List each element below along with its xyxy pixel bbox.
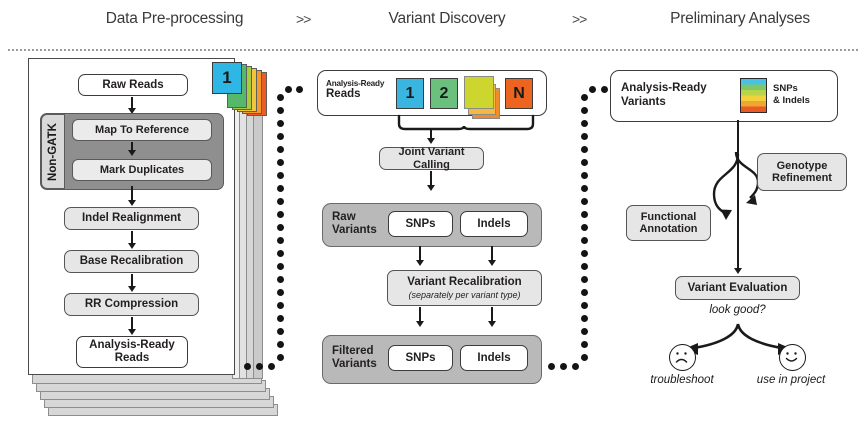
analyses-spine [737, 120, 740, 272]
step-indel-realignment[interactable]: Indel Realignment [64, 207, 199, 230]
phase-title-analyses: Preliminary Analyses [670, 10, 810, 27]
sample-tab-1: 1 [212, 62, 242, 94]
outcome-use-in-project-label: use in project [756, 374, 826, 386]
step-variant-recalibration[interactable]: Variant Recalibration (separately per va… [387, 270, 542, 306]
step-mark-duplicates[interactable]: Mark Duplicates [72, 159, 212, 181]
sample-chip-stack-front [464, 76, 494, 109]
happy-face-features-icon [785, 352, 798, 362]
filtered-variants-indels[interactable]: Indels [460, 345, 528, 371]
decision-label: look good? [709, 304, 766, 316]
variant-type-gradient-icon [740, 78, 767, 113]
phase-separator-1: >> [296, 11, 311, 27]
happy-face-icon [779, 344, 806, 371]
step-functional-annotation[interactable]: Functional Annotation [626, 205, 711, 241]
non-gatk-label: Non-GATK [41, 114, 65, 189]
ar-reads-label-bottom: Reads [326, 87, 361, 100]
sheet-edge-4 [253, 74, 263, 379]
arrow-to-functional-annotation [712, 153, 740, 220]
header-divider [8, 49, 858, 53]
step-raw-reads[interactable]: Raw Reads [78, 74, 188, 96]
step-analysis-ready-reads[interactable]: Analysis-Ready Reads [76, 336, 188, 368]
step-rr-compression[interactable]: RR Compression [64, 293, 199, 316]
ar-reads-label-top: Analysis-Ready [326, 79, 385, 88]
phase-title-discovery: Variant Discovery [388, 10, 506, 27]
phase-separator-2: >> [572, 11, 587, 27]
analysis-ready-variants-card [610, 70, 838, 122]
raw-variants-snps[interactable]: SNPs [388, 211, 453, 237]
analysis-ready-reads-label: Analysis-Ready Reads [326, 79, 390, 100]
variant-recalibration-subtitle: (separately per variant type) [408, 289, 521, 300]
phase-title-preprocessing: Data Pre-processing [105, 10, 244, 27]
sample-chip-1[interactable]: 1 [396, 78, 424, 109]
phase-header: Data Pre-processing >> Variant Discovery… [0, 10, 864, 51]
sad-face-features-icon [675, 352, 688, 363]
filtered-variants-snps[interactable]: SNPs [388, 345, 453, 371]
step-variant-evaluation[interactable]: Variant Evaluation [675, 276, 800, 300]
variant-recalibration-title: Variant Recalibration [407, 276, 522, 289]
outcome-troubleshoot-label: troubleshoot [650, 374, 714, 386]
step-joint-variant-calling[interactable]: Joint Variant Calling [379, 146, 484, 171]
raw-variants-label: Raw Variants [332, 211, 377, 236]
non-gatk-label-text: Non-GATK [47, 122, 60, 181]
step-map-to-reference[interactable]: Map To Reference [72, 119, 212, 141]
step-base-recalibration[interactable]: Base Recalibration [64, 250, 199, 273]
variant-type-legend-label: SNPs & Indels [773, 83, 810, 106]
raw-variants-indels[interactable]: Indels [460, 211, 528, 237]
analysis-ready-variants-label: Analysis-Ready Variants [621, 82, 707, 109]
sample-chip-2[interactable]: 2 [430, 78, 458, 109]
step-genotype-refinement[interactable]: Genotype Refinement [757, 153, 847, 191]
sad-face-icon [669, 344, 696, 371]
filtered-variants-label: Filtered Variants [332, 345, 377, 370]
merge-brace [397, 114, 535, 131]
sample-chip-n[interactable]: N [505, 78, 533, 109]
analyses-spine-arrowhead [733, 268, 742, 274]
